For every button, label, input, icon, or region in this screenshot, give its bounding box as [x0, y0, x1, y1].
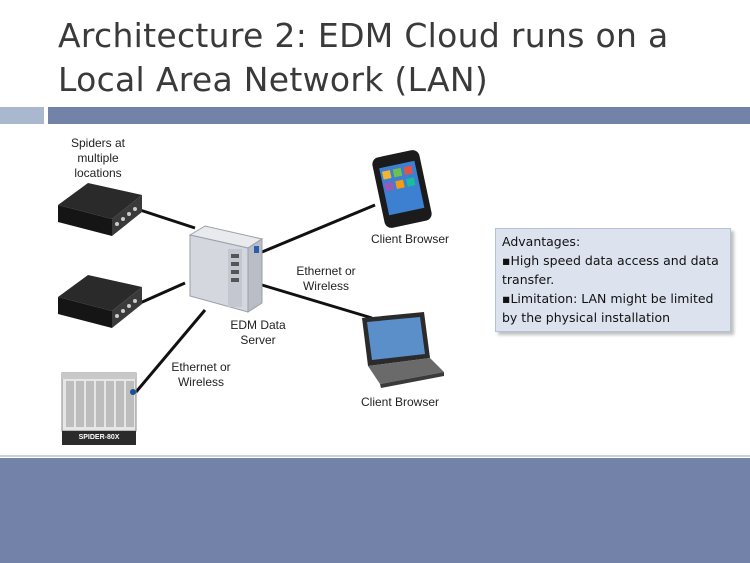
link-spider3-server — [134, 309, 207, 393]
spider-device-icon — [58, 183, 142, 236]
laptop-icon — [362, 312, 444, 388]
link-spider1-server — [139, 208, 196, 230]
link-server-phone — [261, 203, 376, 254]
slide-footer-band — [0, 458, 750, 563]
network-diagram — [58, 150, 444, 445]
advantage-item: ▪High speed data access and data transfe… — [502, 253, 719, 287]
advantages-heading: Advantages: — [502, 234, 581, 249]
server-label: EDM Data Server — [230, 318, 286, 347]
ethernet-label-top: Ethernet or Wireless — [296, 264, 356, 293]
advantages-box: Advantages: ▪High speed data access and … — [495, 228, 731, 332]
link-spider2-server — [139, 281, 186, 305]
title-divider-left — [0, 107, 44, 124]
spider-80x-label: SPIDER-80X — [78, 434, 120, 441]
advantage-item: ▪Limitation: LAN might be limited by the… — [502, 291, 714, 325]
spider-80x-icon — [61, 372, 137, 445]
link-server-laptop — [261, 283, 373, 320]
spider-device-icon — [58, 275, 142, 328]
server-icon — [188, 225, 264, 313]
ethernet-label-bottom: Ethernet or Wireless — [171, 360, 231, 389]
footer-divider — [0, 455, 750, 457]
smartphone-icon — [372, 150, 432, 228]
spiders-label: Spiders at multiple locations — [70, 136, 126, 180]
client-laptop-label: Client Browser — [360, 395, 440, 409]
slide-title: Architecture 2: EDM Cloud runs on a Loca… — [58, 16, 669, 99]
client-phone-label: Client Browser — [370, 232, 450, 246]
title-divider-right — [48, 107, 750, 124]
